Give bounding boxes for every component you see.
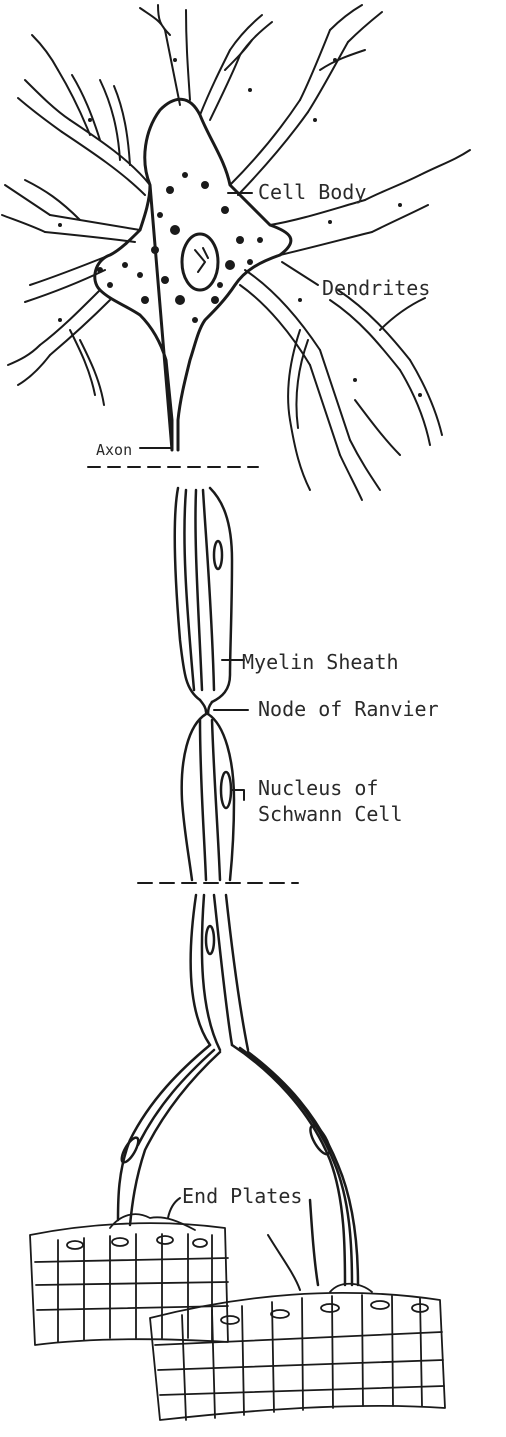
label-dendrites: Dendrites bbox=[322, 276, 430, 300]
label-nucleus-line2: Schwann Cell bbox=[258, 802, 403, 826]
label-nucleus-line1: Nucleus of bbox=[258, 776, 378, 800]
leader-end-plate-left bbox=[168, 1198, 180, 1218]
label-axon: Axon bbox=[96, 438, 132, 462]
cell-body-drawing bbox=[2, 5, 470, 500]
terminal-branches-drawing bbox=[118, 895, 358, 1285]
label-myelin-sheath: Myelin Sheath bbox=[242, 650, 399, 674]
myelinated-axon-drawing bbox=[175, 488, 234, 880]
label-end-plates: End Plates bbox=[182, 1184, 302, 1208]
leader-dendrites bbox=[282, 262, 318, 285]
muscle-fibers-drawing bbox=[30, 1214, 445, 1420]
label-node-of-ranvier: Node of Ranvier bbox=[258, 697, 439, 721]
label-cell-body: Cell Body bbox=[258, 180, 366, 204]
leader-end-plate-right bbox=[268, 1235, 300, 1290]
